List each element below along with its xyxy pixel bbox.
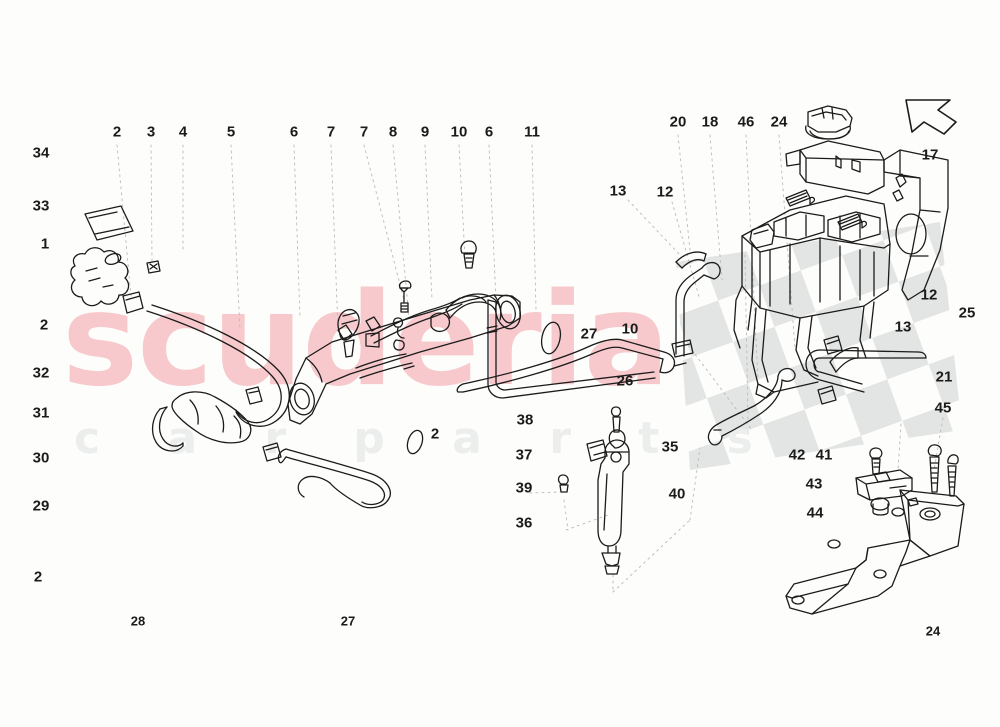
part-label: 6 xyxy=(484,123,494,141)
part-label: 18 xyxy=(701,113,719,131)
part-label: 25 xyxy=(958,304,976,322)
part-label: 10 xyxy=(621,320,639,338)
part-label: 12 xyxy=(656,183,674,201)
part-label: 40 xyxy=(668,485,686,503)
part-label: 37 xyxy=(515,446,533,464)
part-label: 30 xyxy=(32,449,50,467)
part-label-orientation: 17 xyxy=(921,146,939,164)
part-label: 36 xyxy=(515,514,533,532)
part-label: 39 xyxy=(515,479,533,497)
part-label: 3 xyxy=(146,123,156,141)
part-label: 43 xyxy=(805,475,823,493)
part-label: 42 xyxy=(788,446,806,464)
part-label: 24 xyxy=(925,623,941,639)
part-label: 27 xyxy=(580,325,598,343)
part-label: 10 xyxy=(450,123,468,141)
part-label: 44 xyxy=(806,504,824,522)
part-label: 2 xyxy=(430,425,440,443)
part-label: 2 xyxy=(39,316,49,334)
part-label: 26 xyxy=(616,372,634,390)
part-label: 5 xyxy=(226,123,236,141)
part-label: 6 xyxy=(289,123,299,141)
part-label: 13 xyxy=(894,318,912,336)
part-label: 8 xyxy=(388,123,398,141)
part-label: 33 xyxy=(32,197,50,215)
part-label: 45 xyxy=(934,399,952,417)
part-label: 38 xyxy=(516,411,534,429)
part-label: 35 xyxy=(661,438,679,456)
part-label: 9 xyxy=(420,123,430,141)
part-label: 13 xyxy=(609,182,627,200)
part-label: 2 xyxy=(112,123,122,141)
part-label: 12 xyxy=(920,286,938,304)
part-label: 11 xyxy=(524,123,540,141)
part-label: 32 xyxy=(32,364,50,382)
part-label: 29 xyxy=(32,497,50,515)
part-label: 27 xyxy=(340,613,356,629)
part-label: 21 xyxy=(935,368,953,386)
part-label: 2 xyxy=(33,568,43,586)
part-label: 20 xyxy=(669,113,687,131)
part-label: 34 xyxy=(32,144,50,162)
part-label: 4 xyxy=(178,123,188,141)
part-label: 1 xyxy=(40,235,50,253)
part-label: 7 xyxy=(326,123,336,141)
part-label: 28 xyxy=(130,613,146,629)
part-label: 31 xyxy=(32,404,50,422)
part-label: 46 xyxy=(737,113,755,131)
part-label: 24 xyxy=(770,113,788,131)
part-label: 41 xyxy=(815,446,833,464)
part-label: 7 xyxy=(359,123,369,141)
